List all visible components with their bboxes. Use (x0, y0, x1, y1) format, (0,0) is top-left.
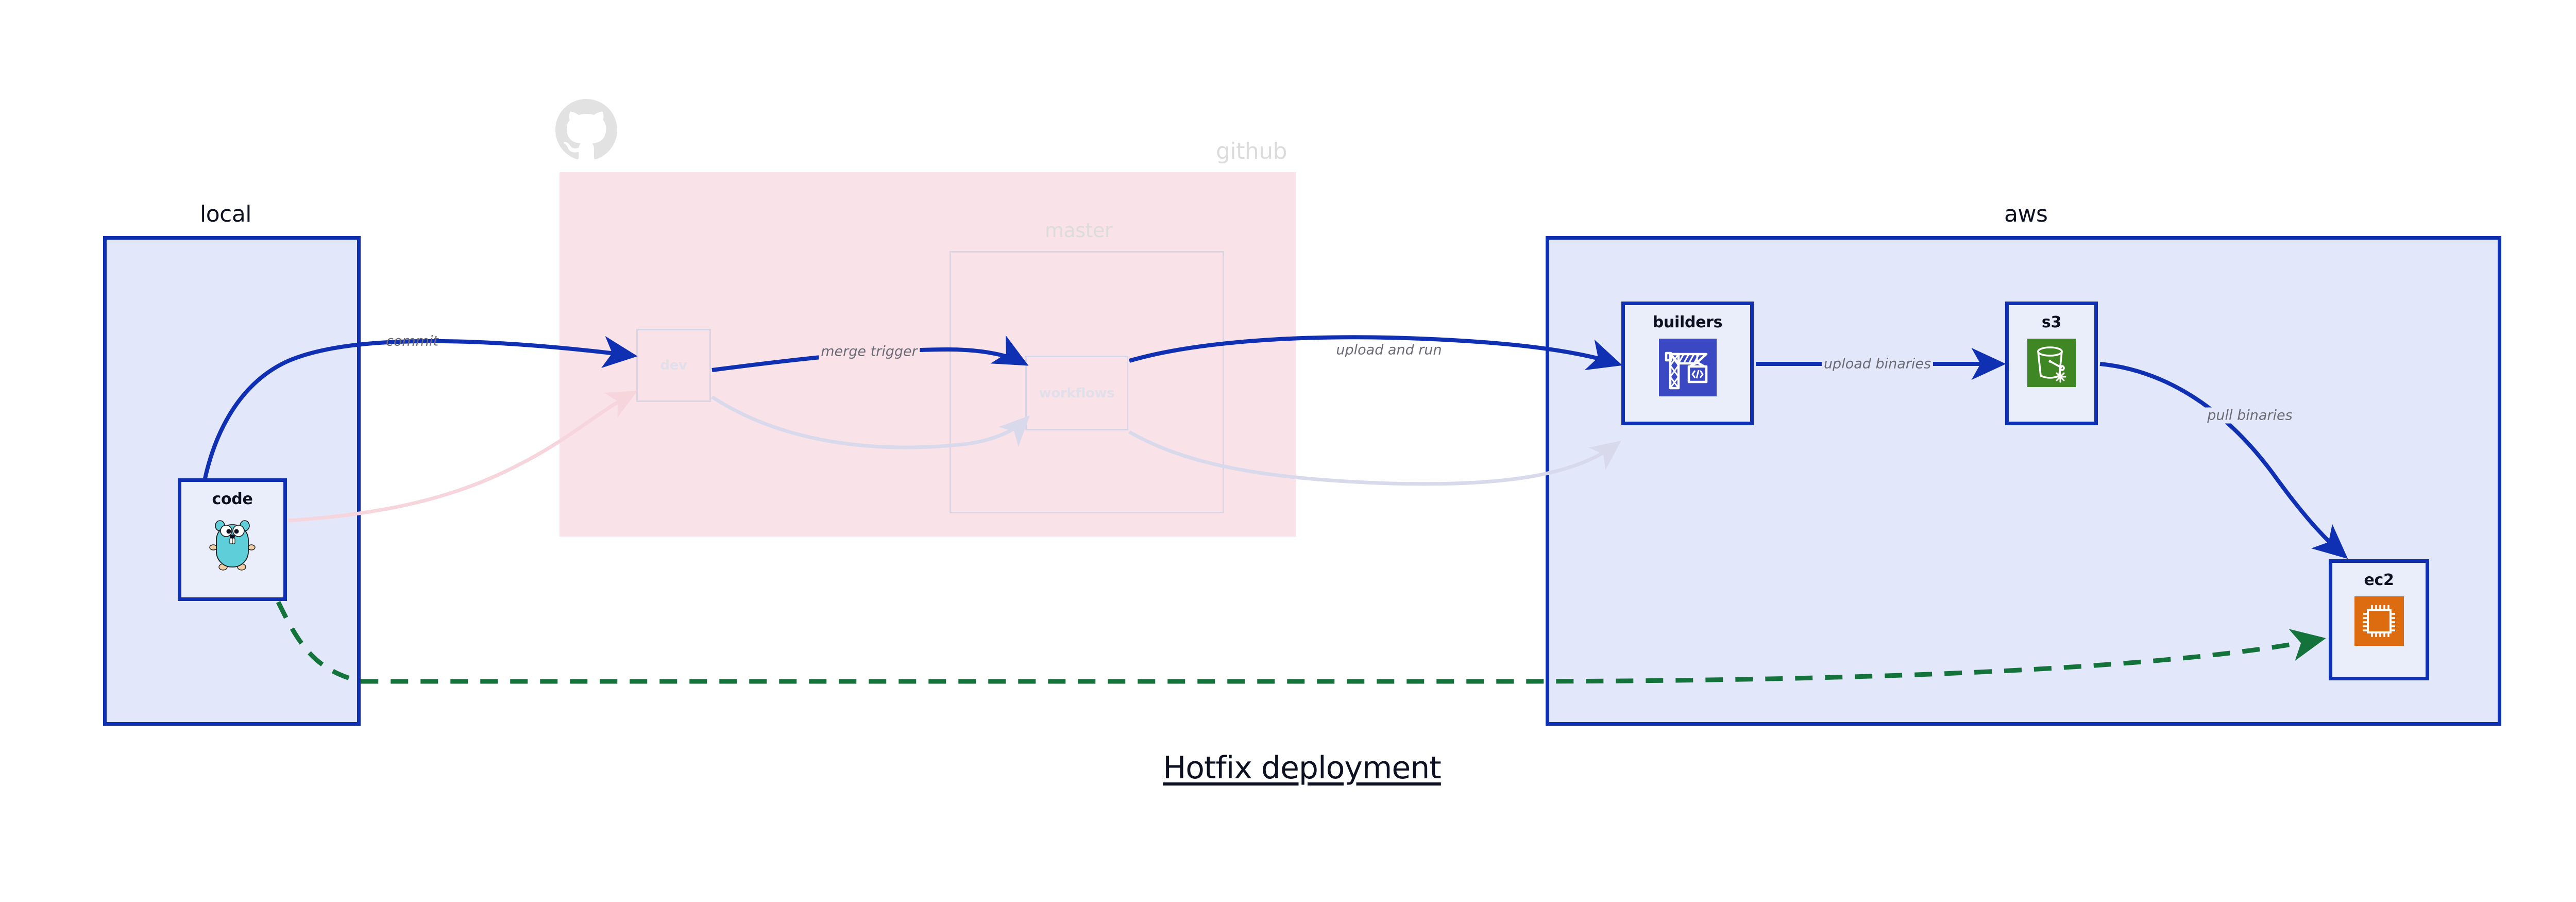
github-octocat-icon (555, 99, 617, 160)
node-ec2[interactable]: ec2 (2329, 559, 2429, 680)
node-label-code: code (212, 490, 253, 508)
node-workflows[interactable]: workflows (1025, 356, 1128, 430)
go-gopher-icon (209, 520, 256, 571)
aws-codebuild-icon (1658, 339, 1717, 396)
cluster-label-local: local (200, 201, 252, 227)
cluster-label-github: github (1216, 138, 1287, 164)
diagram-title: Hotfix deployment (1163, 750, 1442, 786)
aws-s3-bucket-icon (2027, 339, 2076, 387)
node-dev[interactable]: dev (636, 329, 711, 402)
node-label-dev: dev (660, 358, 687, 373)
node-builders[interactable]: builders (1621, 302, 1754, 425)
aws-ec2-chip-icon (2354, 596, 2404, 646)
edge-label-commit: commit (385, 333, 439, 349)
node-s3[interactable]: s3 (2005, 302, 2098, 425)
edge-label-merge-trigger: merge trigger (819, 343, 920, 360)
edge-label-pull-binaries: pull binaries (2205, 407, 2295, 424)
node-code[interactable]: code (178, 478, 287, 601)
node-label-s3: s3 (2041, 313, 2062, 331)
cluster-label-aws: aws (2004, 201, 2048, 227)
subgroup-label-master: master (1045, 219, 1113, 242)
edge-label-upload-binaries: upload binaries (1821, 356, 1934, 372)
node-label-ec2: ec2 (2364, 571, 2394, 589)
node-label-builders: builders (1652, 313, 1723, 331)
subgroup-master (950, 251, 1224, 513)
edge-label-upload-and-run: upload and run (1336, 342, 1442, 358)
node-label-workflows: workflows (1039, 385, 1115, 401)
